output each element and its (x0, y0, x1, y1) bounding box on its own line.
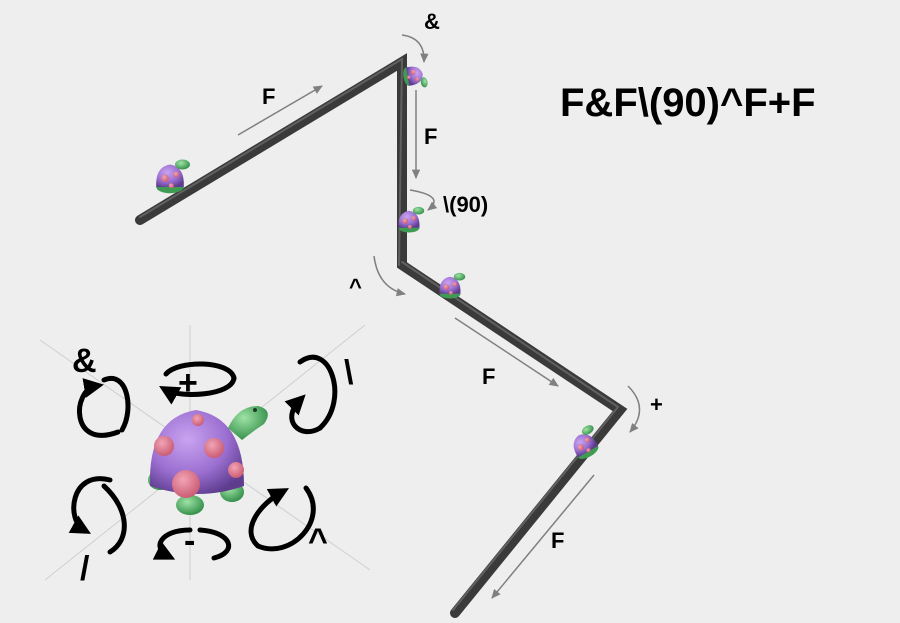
key-label-roll-right: \ (344, 354, 354, 392)
key-label-roll-left: / (80, 550, 90, 588)
label-forward-3: F (482, 364, 495, 389)
turn-right-rotation-icon (152, 527, 232, 561)
key-label-pitch-up: ^ (308, 522, 328, 560)
branch-path (135, 53, 628, 618)
pitch-down-rotation-icon (76, 375, 131, 438)
label-pitch-down: & (424, 9, 440, 34)
roll-arrow (409, 189, 438, 211)
forward-arrow-3 (454, 317, 559, 387)
forward-arrow-1 (237, 85, 323, 136)
turn-left-arrow (627, 385, 641, 433)
label-pitch-up: ^ (349, 274, 362, 299)
roll-right-rotation-icon (284, 354, 338, 435)
pitch-up-arrow (373, 255, 407, 297)
label-roll: \(90) (443, 192, 488, 217)
label-forward-2: F (424, 124, 437, 149)
key-label-turn-right: - (184, 522, 195, 560)
turtle-marker-pitch-up (439, 272, 466, 299)
pitch-up-rotation-icon (248, 485, 316, 552)
roll-left-rotation-icon (68, 476, 127, 555)
key-label-pitch-down: & (72, 342, 97, 380)
turn-left-rotation-icon (159, 361, 237, 405)
forward-arrow-4 (491, 474, 595, 599)
key-label-turn-left: + (178, 364, 198, 402)
turtle-model (148, 406, 268, 515)
rotation-key: & + \ / - ^ (39, 324, 371, 588)
label-turn-left: + (650, 392, 663, 417)
pitch-down-arrow (401, 34, 429, 64)
label-forward-1: F (262, 84, 275, 109)
lsystem-formula: F&F\(90)^F+F (560, 81, 816, 125)
label-forward-4: F (551, 528, 564, 553)
